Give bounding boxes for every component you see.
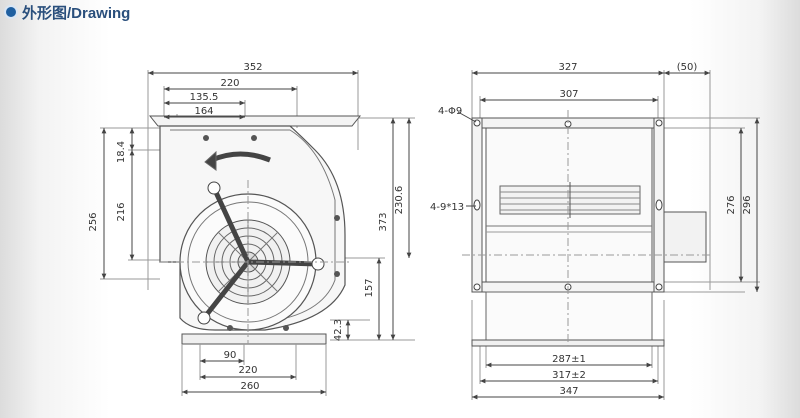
bullet-icon <box>4 5 18 19</box>
dim-width-overall: 352 <box>243 62 262 73</box>
front-view <box>457 70 760 400</box>
dim-width-top: 327 <box>558 62 577 73</box>
dim-width-flange: 164 <box>194 106 213 117</box>
dim-height-b: 296 <box>742 195 753 214</box>
dim-base-c: 347 <box>559 386 578 397</box>
label-hole-slot: 4-9*13 <box>430 202 464 213</box>
dim-width-center: 135.5 <box>190 92 219 103</box>
dim-height-a: 276 <box>726 195 737 214</box>
dim-height-right-b: 230.6 <box>394 186 405 215</box>
dim-height-outlet: 216 <box>116 202 127 221</box>
dim-height-total: 256 <box>88 212 99 231</box>
dim-width-top-extra: (50) <box>677 62 698 73</box>
dim-base-outer: 260 <box>240 381 259 392</box>
dim-base-mid: 220 <box>238 365 257 376</box>
dim-height-top-offset: 18.4 <box>116 141 127 163</box>
label-hole-round: 4-Φ9 <box>438 106 462 117</box>
dim-base-a: 287±1 <box>552 354 586 365</box>
dim-width-inner: 307 <box>559 89 578 100</box>
side-view <box>100 70 415 396</box>
dim-height-bottom-offset: 42.3 <box>333 319 344 341</box>
section-header: 外形图/Drawing <box>4 2 130 22</box>
dim-height-lower: 157 <box>364 278 375 297</box>
dim-height-right-a: 373 <box>378 212 389 231</box>
dim-width-housing: 220 <box>220 78 239 89</box>
dim-base-b: 317±2 <box>552 370 586 381</box>
dim-base-inner: 90 <box>224 350 237 361</box>
section-title: 外形图/Drawing <box>22 4 131 22</box>
